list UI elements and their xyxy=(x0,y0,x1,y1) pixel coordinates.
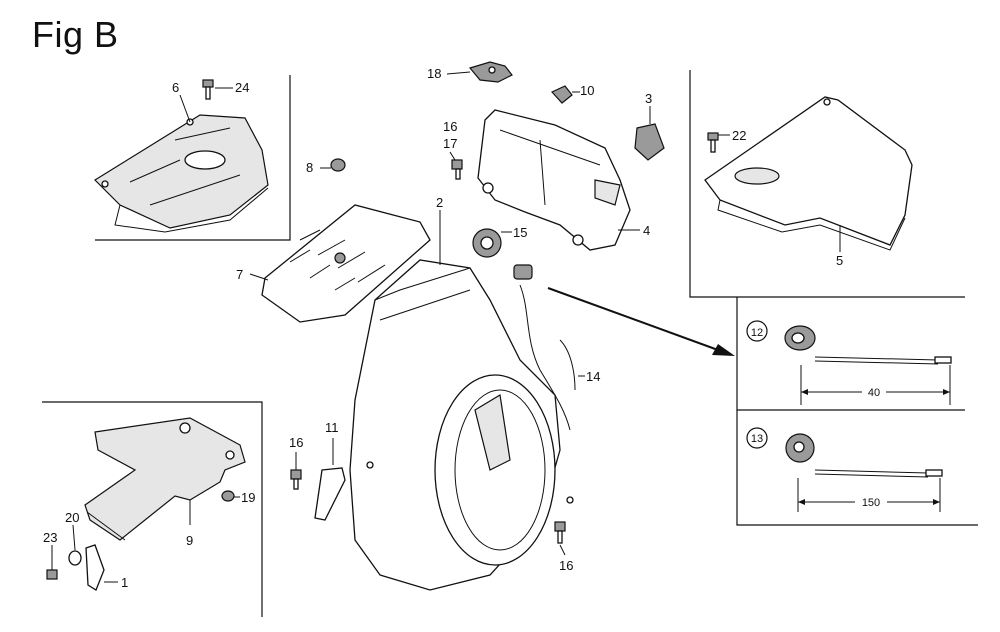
part-15-pulley xyxy=(472,228,512,258)
part-1-clip xyxy=(85,544,118,591)
variant-13-number: 13 xyxy=(751,433,763,445)
part-8-grommet xyxy=(320,158,346,172)
callout-16-bottom: 16 xyxy=(559,558,573,573)
callout-8: 8 xyxy=(306,160,313,175)
detail-arrow xyxy=(547,287,735,356)
callout-20: 20 xyxy=(65,510,79,525)
part-7-plate xyxy=(249,204,431,323)
part-14-stop-cable xyxy=(513,264,585,431)
callout-17: 17 xyxy=(443,136,457,151)
callout-7: 7 xyxy=(236,267,243,282)
callout-14: 14 xyxy=(586,369,600,384)
callout-16-top: 16 xyxy=(443,119,457,134)
part-9-plate xyxy=(84,417,246,541)
callout-23: 23 xyxy=(43,530,57,545)
callout-3: 3 xyxy=(645,91,652,106)
callout-15: 15 xyxy=(513,225,527,240)
part-18-clip xyxy=(446,61,513,83)
callout-5: 5 xyxy=(836,253,843,268)
callout-22: 22 xyxy=(732,128,746,143)
callout-4: 4 xyxy=(643,223,650,238)
inset-frame-bottomleft xyxy=(42,401,263,617)
part-16-bolt-bottom xyxy=(554,521,566,556)
part-20-washer xyxy=(68,524,82,566)
part-4-air-guide xyxy=(477,109,640,251)
figure-title: Fig B xyxy=(32,14,119,55)
callout-9: 9 xyxy=(186,533,193,548)
part-19-nut xyxy=(221,490,240,502)
part-16-bolt-left xyxy=(290,452,302,490)
variant-13-dimension: 150 xyxy=(862,497,880,509)
callout-11: 11 xyxy=(325,420,339,435)
detail-box-13 xyxy=(736,410,978,526)
variant-12-dimension: 40 xyxy=(868,387,880,399)
inset-frame-topright xyxy=(689,70,965,298)
part-16-17-bolt xyxy=(449,151,463,180)
callout-19: 19 xyxy=(241,490,255,505)
callout-1: 1 xyxy=(121,575,128,590)
callout-2: 2 xyxy=(436,195,443,210)
callout-6: 6 xyxy=(172,80,179,95)
part-11-bracket xyxy=(314,438,346,521)
callout-24: 24 xyxy=(235,80,249,95)
variant-12-number: 12 xyxy=(751,327,763,339)
part-22-bolt xyxy=(707,132,730,153)
part-3-bracket xyxy=(634,106,665,161)
part-24-bolt xyxy=(202,79,233,100)
part-23-bolt xyxy=(46,545,58,580)
part-5-shroud xyxy=(704,96,913,252)
callout-10: 10 xyxy=(580,83,594,98)
callout-16-left: 16 xyxy=(289,435,303,450)
callout-18: 18 xyxy=(427,66,441,81)
part-6-shroud-cover xyxy=(94,114,269,233)
inset-frame-topleft xyxy=(95,75,291,241)
part-10-clip xyxy=(551,85,580,104)
part-2-fan-cover xyxy=(349,210,574,591)
detail-box-12 xyxy=(736,297,965,411)
